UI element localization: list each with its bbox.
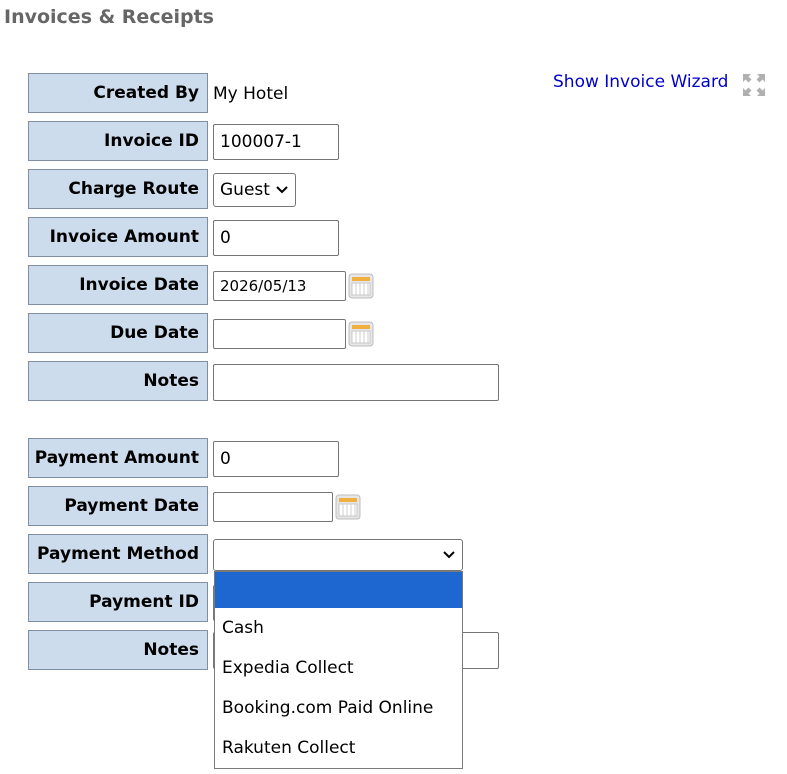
payment-notes-label: Notes <box>28 630 208 670</box>
dropdown-option[interactable]: Expedia Collect <box>222 658 354 678</box>
calendar-icon[interactable] <box>348 321 374 347</box>
invoice-notes-label: Notes <box>28 361 208 401</box>
invoice-id-label: Invoice ID <box>28 121 208 161</box>
invoice-notes-input[interactable] <box>213 364 499 401</box>
charge-route-label: Charge Route <box>28 169 208 209</box>
invoice-amount-label: Invoice Amount <box>28 217 208 257</box>
payment-amount-input[interactable]: 0 <box>213 441 339 477</box>
chevron-down-icon <box>276 186 288 194</box>
created-by-value: My Hotel <box>213 84 289 104</box>
payment-date-input[interactable] <box>213 492 333 522</box>
payment-date-label: Payment Date <box>28 486 208 526</box>
dropdown-option[interactable] <box>215 572 462 608</box>
charge-route-value: Guest <box>220 180 270 200</box>
show-invoice-wizard-link[interactable]: Show Invoice Wizard <box>553 72 729 92</box>
dropdown-option[interactable]: Rakuten Collect <box>222 738 356 758</box>
payment-amount-label: Payment Amount <box>28 438 208 478</box>
payment-id-label: Payment ID <box>28 582 208 622</box>
invoice-amount-input[interactable]: 0 <box>213 220 339 256</box>
invoice-date-input[interactable]: 2026/05/13 <box>213 271 346 301</box>
created-by-label: Created By <box>28 73 208 113</box>
page-title: Invoices & Receipts <box>4 6 214 28</box>
dropdown-option[interactable]: Booking.com Paid Online <box>222 698 434 718</box>
chevron-down-icon <box>443 551 455 559</box>
payment-method-dropdown: Cash Expedia Collect Booking.com Paid On… <box>214 571 463 769</box>
invoice-date-label: Invoice Date <box>28 265 208 305</box>
calendar-icon[interactable] <box>348 273 374 299</box>
charge-route-select[interactable]: Guest <box>213 173 296 207</box>
dropdown-option[interactable]: Cash <box>222 618 264 638</box>
payment-method-select[interactable] <box>213 539 463 571</box>
due-date-label: Due Date <box>28 313 208 353</box>
payment-method-label: Payment Method <box>28 534 208 574</box>
due-date-input[interactable] <box>213 319 346 349</box>
expand-icon[interactable] <box>742 73 766 97</box>
invoice-id-input[interactable]: 100007-1 <box>213 124 339 160</box>
calendar-icon[interactable] <box>335 494 361 520</box>
